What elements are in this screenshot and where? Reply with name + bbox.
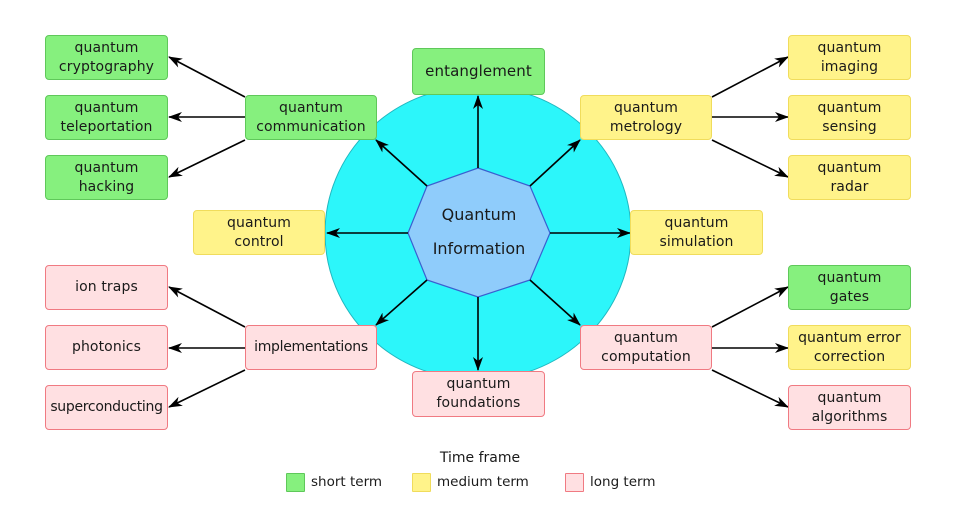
node-label: quantum cryptography xyxy=(58,39,155,75)
node-label: quantum foundations xyxy=(436,376,521,411)
node-label: quantum radar xyxy=(817,159,882,195)
node-label: quantum imaging xyxy=(817,39,882,75)
node-label: entanglement xyxy=(425,62,532,80)
legend-swatch-medium-term xyxy=(412,472,431,492)
spokes xyxy=(326,95,631,371)
node-foundations: quantum foundations xyxy=(412,371,545,417)
arrow-implementations-to-superconducting xyxy=(168,369,246,408)
node-photonics: photonics xyxy=(45,325,168,370)
arrow-center-to-metrology xyxy=(529,139,581,187)
node-label: quantum simulation xyxy=(659,214,734,250)
node-label: quantum error correction xyxy=(798,329,901,365)
arrow-implementations-to-ion-traps xyxy=(168,286,246,328)
node-label: quantum metrology xyxy=(609,99,683,135)
node-label: quantum hacking xyxy=(74,159,139,195)
node-entanglement: entanglement xyxy=(412,48,545,95)
legend-swatch-short-term xyxy=(286,472,305,492)
node-label: superconducting xyxy=(50,399,163,415)
node-label: quantum communication xyxy=(256,99,366,135)
node-label: photonics xyxy=(71,339,142,355)
legend-label-short-term: short term xyxy=(311,474,383,490)
arrow-center-to-computation xyxy=(529,279,581,326)
node-simulation: quantum simulation xyxy=(630,210,763,255)
arrow-center-to-communication xyxy=(375,139,428,187)
arrow-communication-to-cryptography xyxy=(168,56,246,98)
node-label: ion traps xyxy=(75,279,138,295)
node-label: quantum sensing xyxy=(817,99,882,135)
legend-item-short-term: short term xyxy=(286,472,382,492)
node-ion-traps: ion traps xyxy=(45,265,168,310)
center-label-line2: Information xyxy=(432,239,526,258)
legend-title: Time frame xyxy=(439,450,521,466)
edges xyxy=(168,56,789,408)
arrow-computation-to-gates xyxy=(711,286,789,328)
node-error-correction: quantum error correction xyxy=(788,325,911,370)
center-label: Quantum Information xyxy=(408,198,550,266)
arrow-metrology-to-radar xyxy=(711,139,789,178)
node-teleportation: quantum teleportation xyxy=(45,95,168,140)
legend-label-medium-term: medium term xyxy=(437,474,529,490)
node-sensing: quantum sensing xyxy=(788,95,911,140)
node-label: quantum teleportation xyxy=(60,99,153,135)
node-label: quantum algorithms xyxy=(811,389,888,425)
node-implementations: implementations xyxy=(245,325,377,370)
node-label: quantum control xyxy=(227,214,291,250)
node-radar: quantum radar xyxy=(788,155,911,200)
node-gates: quantum gates xyxy=(788,265,911,310)
node-label: quantum computation xyxy=(601,329,691,365)
node-label: quantum gates xyxy=(817,269,882,305)
arrow-communication-to-hacking xyxy=(168,139,246,178)
node-hacking: quantum hacking xyxy=(45,155,168,200)
node-communication: quantum communication xyxy=(245,95,377,140)
arrow-center-to-implementations xyxy=(375,279,428,326)
node-label: implementations xyxy=(254,339,368,355)
node-computation: quantum computation xyxy=(580,325,712,370)
legend-item-medium-term: medium term xyxy=(412,472,529,492)
legend-item-long-term: long term xyxy=(565,472,656,492)
node-superconducting: superconducting xyxy=(45,385,168,430)
node-imaging: quantum imaging xyxy=(788,35,911,80)
legend-label-long-term: long term xyxy=(590,474,656,490)
arrow-computation-to-algorithms xyxy=(711,369,789,408)
node-control: quantum control xyxy=(193,210,325,255)
arrow-metrology-to-imaging xyxy=(711,56,789,98)
node-cryptography: quantum cryptography xyxy=(45,35,168,80)
legend-swatch-long-term xyxy=(565,472,584,492)
center-label-line1: Quantum xyxy=(441,205,517,224)
node-metrology: quantum metrology xyxy=(580,95,712,140)
node-algorithms: quantum algorithms xyxy=(788,385,911,430)
